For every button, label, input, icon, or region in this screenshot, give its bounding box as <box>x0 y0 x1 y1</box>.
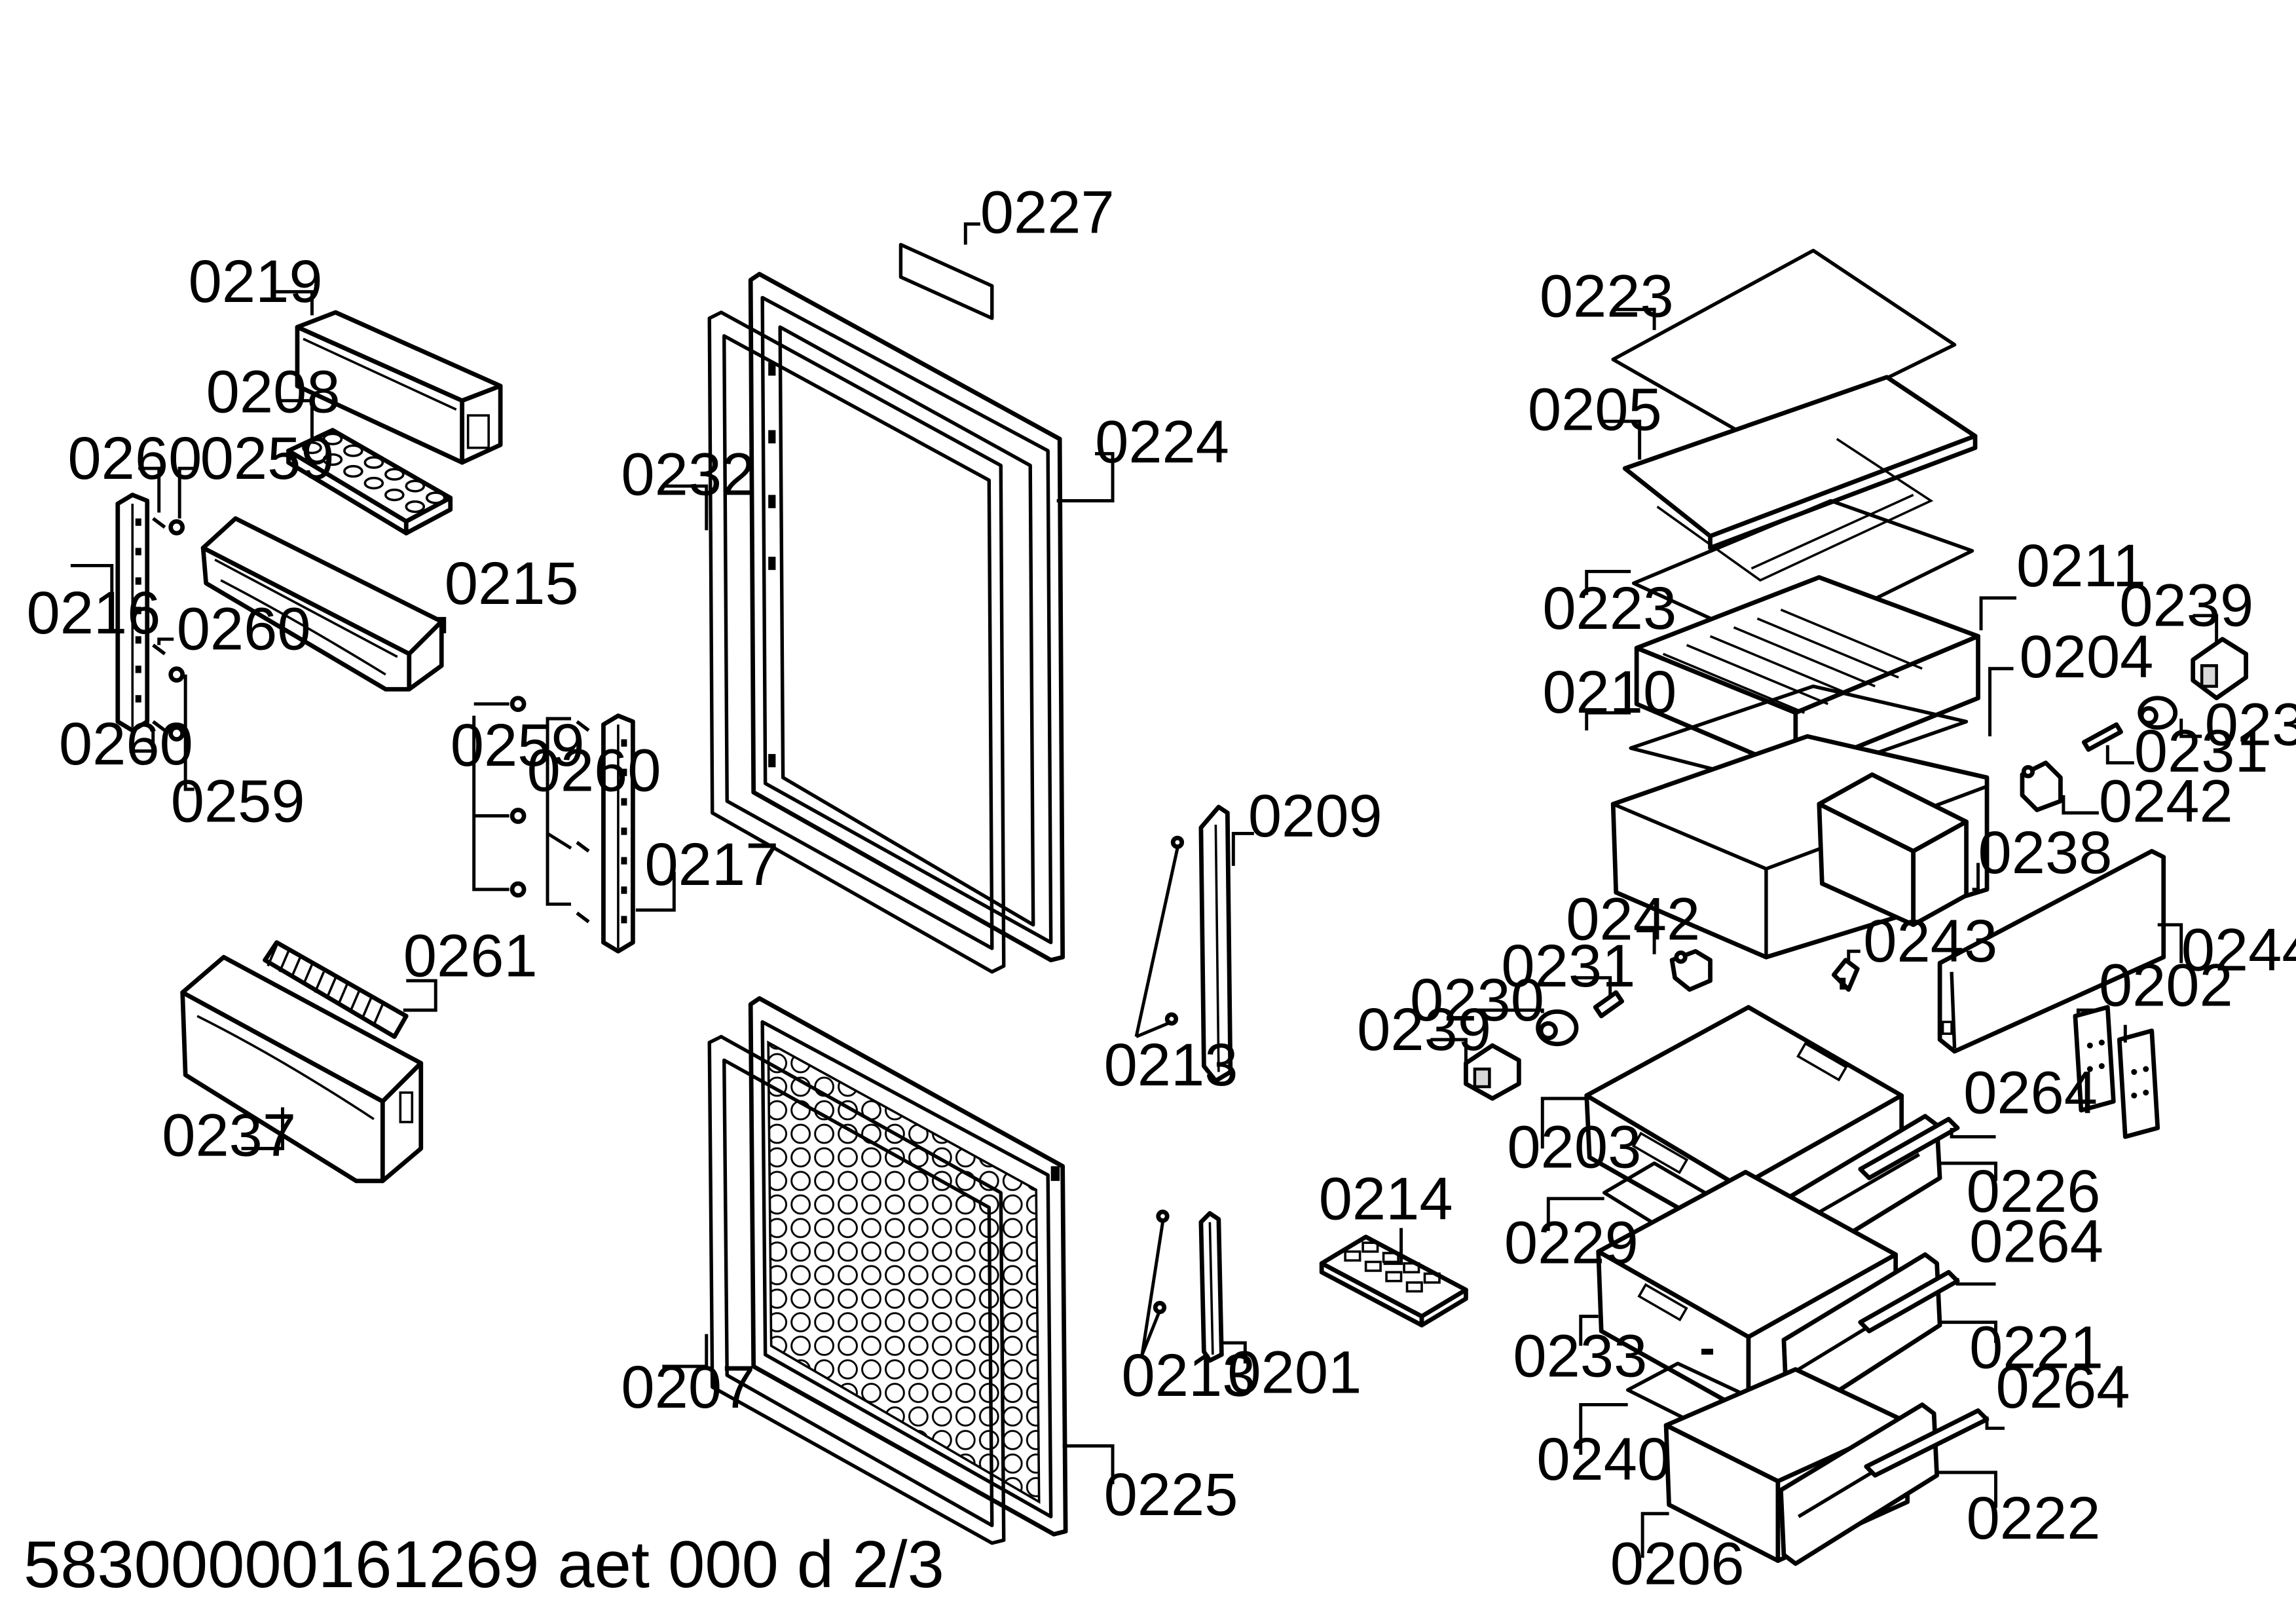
pin-0231-mid <box>1593 990 1625 1019</box>
rating-label-0227 <box>898 242 994 320</box>
label-0260: 0260 <box>527 736 661 804</box>
fridge-door-gasket-0232 <box>707 310 1006 974</box>
label-0230: 0230 <box>2205 691 2296 759</box>
label-0226: 0226 <box>1967 1157 2101 1225</box>
label-0219: 0219 <box>189 248 323 315</box>
drawer-front-0244 <box>1937 849 2166 1054</box>
label-0239: 0239 <box>1357 996 1491 1063</box>
label-0242: 0242 <box>2099 767 2233 835</box>
label-0259: 0259 <box>171 767 305 835</box>
label-0243: 0243 <box>1863 907 1997 975</box>
glass-plate-0223-top <box>1611 248 1957 444</box>
glass-shelf-0205 <box>1622 375 1978 582</box>
clip-0243 <box>1831 958 1860 992</box>
label-0237: 0237 <box>162 1102 296 1169</box>
door-shelf-0215 <box>200 516 444 692</box>
label-0213: 0213 <box>1122 1342 1256 1409</box>
shelf-support-rail-0216 <box>115 493 150 733</box>
egg-container-cover-0219 <box>295 310 503 465</box>
label-0242: 0242 <box>1566 885 1700 952</box>
small-drawer-0238 <box>1817 772 1969 928</box>
label-0233: 0233 <box>1513 1323 1647 1390</box>
label-0201: 0201 <box>1227 1338 1361 1406</box>
label-0224: 0224 <box>1095 408 1229 476</box>
label-0210: 0210 <box>1542 658 1676 726</box>
label-0231: 0231 <box>1501 932 1635 1000</box>
roller-0230-mid <box>1536 1009 1579 1047</box>
label-0223: 0223 <box>1540 263 1674 330</box>
label-0229: 0229 <box>1504 1209 1639 1277</box>
label-0216: 0216 <box>26 579 160 647</box>
label-0231: 0231 <box>2134 717 2268 785</box>
label-0260: 0260 <box>59 710 193 778</box>
part-labels: 0219 0208 0260 0259 0216 0215 0260 0260 … <box>26 179 2296 1598</box>
divider-0264-top <box>1858 1117 1960 1180</box>
label-0205: 0205 <box>1528 376 1662 443</box>
document-id-footer: 58300000161269 aet 000 d 2/3 <box>24 1528 944 1602</box>
label-0213: 0213 <box>1104 1031 1238 1098</box>
label-0211: 0211 <box>2016 532 2146 599</box>
label-0232: 0232 <box>621 441 755 508</box>
pin-0231-top <box>2081 722 2123 752</box>
label-0264: 0264 <box>1996 1353 2130 1421</box>
label-0209: 0209 <box>1248 782 1382 850</box>
label-0238: 0238 <box>1978 819 2113 886</box>
bottle-shelf-0237 <box>180 954 424 1184</box>
label-0259: 0259 <box>451 711 585 779</box>
label-0217: 0217 <box>644 831 779 898</box>
shelf-insert-0261 <box>263 940 409 1039</box>
label-0244: 0244 <box>2181 916 2296 983</box>
freezer-door-0225 <box>748 996 1068 1537</box>
label-0230: 0230 <box>1410 966 1544 1034</box>
label-0203: 0203 <box>1507 1114 1641 1181</box>
hinge-cover-0209 <box>1164 804 1233 1083</box>
holder-0242-top <box>2020 760 2063 812</box>
label-0214: 0214 <box>1319 1165 1453 1232</box>
fridge-door-0224 <box>748 272 1065 963</box>
label-0222: 0222 <box>1967 1484 2101 1552</box>
label-0221: 0221 <box>1969 1313 2103 1381</box>
hinge-bracket-0239-top <box>2191 637 2248 701</box>
label-0264: 0264 <box>1969 1207 2103 1275</box>
label-0259: 0259 <box>200 424 335 492</box>
shelf-support-rail-0217 <box>509 696 635 954</box>
label-0207: 0207 <box>621 1353 755 1421</box>
label-0264: 0264 <box>1963 1059 2098 1126</box>
ice-tray-0214 <box>1319 1234 1468 1328</box>
label-0215: 0215 <box>445 550 579 617</box>
label-0202: 0202 <box>2099 951 2233 1019</box>
label-0261: 0261 <box>403 922 538 989</box>
label-0223: 0223 <box>1542 574 1676 642</box>
leader-lines <box>70 222 2219 1558</box>
label-0225: 0225 <box>1104 1461 1238 1528</box>
screws-and-caps-left <box>152 517 185 741</box>
label-0260: 0260 <box>177 595 311 663</box>
label-0240: 0240 <box>1536 1425 1671 1493</box>
label-0204: 0204 <box>2019 623 2153 690</box>
label-0227: 0227 <box>980 179 1115 246</box>
label-0206: 0206 <box>1610 1530 1745 1598</box>
hinge-cover-0201 <box>1153 1209 1224 1363</box>
roller-0230-top <box>2138 696 2178 730</box>
egg-tray-0208 <box>286 428 453 536</box>
label-0260: 0260 <box>67 424 202 492</box>
holder-0242-mid <box>1669 948 1713 992</box>
hinge-bracket-0239-mid <box>1464 1043 1521 1101</box>
label-0208: 0208 <box>206 358 341 426</box>
freezer-door-gasket-0207 <box>707 1034 1006 1545</box>
label-0239: 0239 <box>2119 572 2253 639</box>
